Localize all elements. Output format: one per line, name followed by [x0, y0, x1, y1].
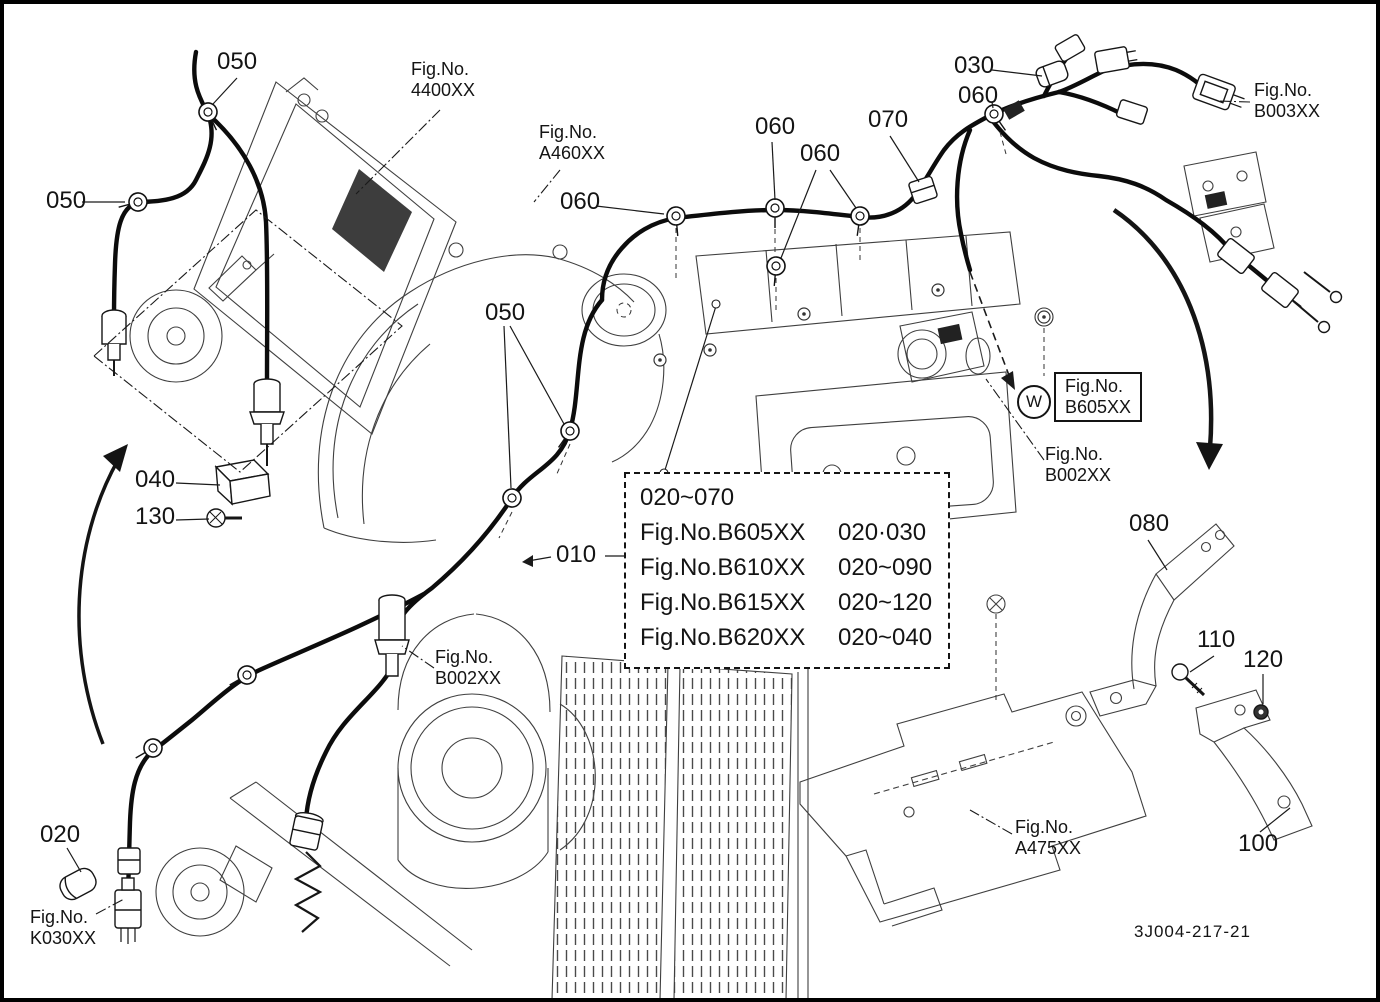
legend-row: Fig.No.B620XX 020~040 — [640, 624, 940, 652]
legend-row: Fig.No.B605XX 020·030 — [640, 519, 940, 547]
fig-ref-value: B002XX — [1045, 465, 1112, 486]
callout-110: 110 — [1197, 626, 1236, 653]
fig-ref-value: B605XX — [1065, 397, 1132, 418]
callout-060-c: 060 — [800, 140, 841, 167]
legend-fig-no: Fig.No.B605XX — [640, 519, 806, 546]
w-marker-arrow — [969, 271, 1011, 379]
fig-ref-label: Fig.No. — [435, 647, 494, 667]
machine-line-art — [129, 77, 1313, 998]
fig-ref-label: Fig.No. — [411, 59, 470, 79]
legend-row: Fig.No.B610XX 020~090 — [640, 554, 940, 582]
fig-ref-b002xx-center: Fig.No. B002XX — [435, 647, 501, 689]
bolts — [653, 283, 1054, 367]
leader-lines — [66, 69, 1291, 873]
flow-arrows — [77, 208, 1223, 745]
fig-ref-label: Fig.No. — [1065, 376, 1124, 396]
callout-050-left: 050 — [46, 187, 87, 214]
fig-ref-value: A475XX — [1015, 838, 1082, 859]
fig-ref-value: K030XX — [30, 928, 97, 949]
drawing-number: 3J004-217-21 — [1134, 922, 1251, 941]
parts-diagram-art — [59, 34, 1343, 998]
fig-ref-a475xx: Fig.No. A475XX — [1015, 817, 1081, 859]
w-marker-letter: W — [1025, 392, 1043, 411]
projection-lines — [498, 131, 1045, 539]
grill-panels — [551, 655, 793, 998]
callout-050-top: 050 — [217, 48, 258, 75]
fig-ref-label: Fig.No. — [539, 122, 598, 142]
fig-ref-value: A460XX — [539, 143, 606, 164]
fig-ref-value: B003XX — [1254, 101, 1321, 122]
callout-120: 120 — [1243, 646, 1284, 673]
callout-060-a: 060 — [560, 188, 601, 215]
legend-fig-no: Fig.No.B615XX — [640, 589, 806, 616]
legend-item-range: 020·030 — [838, 519, 927, 546]
reference-leaders — [93, 100, 1251, 915]
legend-item-range: 020~040 — [838, 624, 933, 651]
callout-060-b: 060 — [755, 113, 796, 140]
fig-ref-b003xx: Fig.No. B003XX — [1254, 80, 1320, 122]
legend-item-range: 020~090 — [838, 554, 933, 581]
legend-fig-no: Fig.No.B610XX — [640, 554, 806, 581]
callout-040: 040 — [135, 466, 176, 493]
w-marker: W — [1017, 385, 1051, 419]
callout-050-center: 050 — [485, 299, 526, 326]
fig-ref-label: Fig.No. — [1015, 817, 1074, 837]
small-parts — [59, 34, 1343, 944]
fig-ref-value: B002XX — [435, 668, 502, 689]
callout-070: 070 — [868, 106, 909, 133]
fig-ref-value: 4400XX — [411, 80, 476, 101]
callout-080: 080 — [1129, 510, 1170, 537]
callout-060-top-right: 060 — [958, 82, 999, 109]
callout-030: 030 — [954, 52, 995, 79]
fig-ref-k030xx: Fig.No. K030XX — [30, 907, 96, 949]
legend-fig-no: Fig.No.B620XX — [640, 624, 806, 651]
legend-item-range: 020~120 — [838, 589, 933, 616]
fig-ref-a460xx: Fig.No. A460XX — [539, 122, 605, 164]
fig-ref-label: Fig.No. — [1254, 80, 1313, 100]
callout-130: 130 — [135, 503, 176, 530]
callout-100: 100 — [1238, 830, 1279, 857]
fig-ref-label: Fig.No. — [30, 907, 89, 927]
fig-ref-4400xx: Fig.No. 4400XX — [411, 59, 475, 101]
fig-ref-b002xx-right: Fig.No. B002XX — [1045, 444, 1111, 486]
legend-range-header: 020~070 — [640, 484, 735, 511]
callout-020: 020 — [40, 821, 81, 848]
legend-row: Fig.No.B615XX 020~120 — [640, 589, 940, 617]
callout-010: 010 — [556, 541, 597, 568]
fig-ref-b605xx-box: Fig.No. B605XX — [1054, 372, 1143, 423]
fig-ref-label: Fig.No. — [1045, 444, 1104, 464]
applicability-legend: 020~070 Fig.No.B605XX 020·030 Fig.No.B61… — [624, 472, 950, 669]
